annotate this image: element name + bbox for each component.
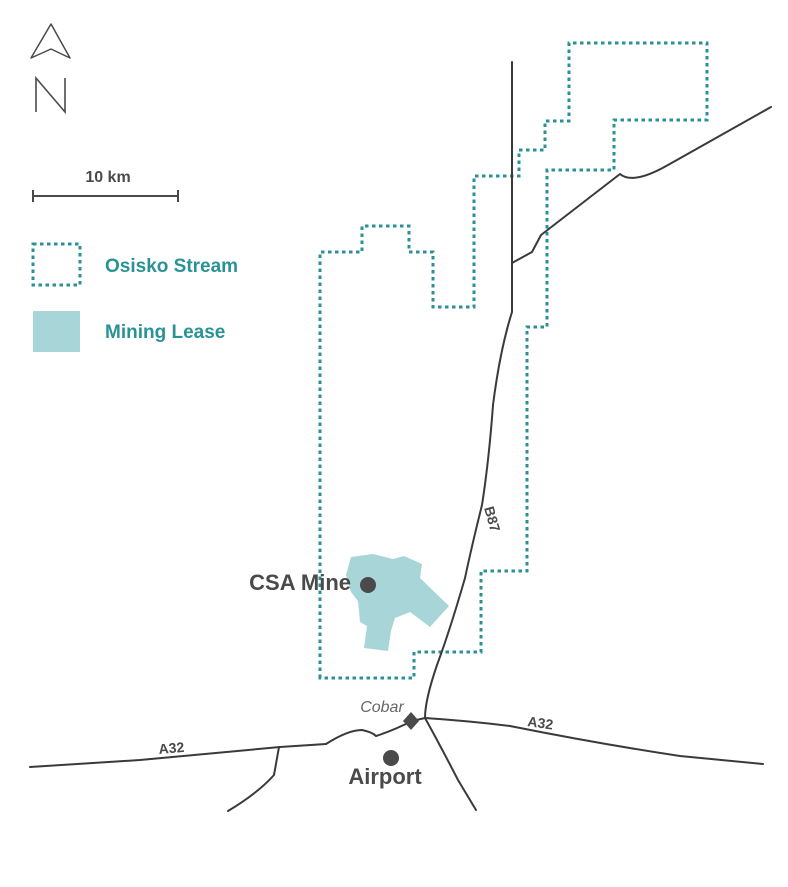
cobar-marker-icon: [403, 712, 419, 730]
road-a32-west: [29, 717, 426, 768]
airport-marker: [383, 750, 399, 766]
legend-label-mining-lease: Mining Lease: [105, 322, 225, 343]
legend-label-osisko-stream: Osisko Stream: [105, 256, 238, 277]
csa-mine-marker: [360, 577, 376, 593]
mining-lease-area: [346, 554, 449, 651]
road-b87: [424, 61, 513, 719]
legend-swatch-mining-lease: [33, 311, 80, 352]
road-south: [424, 717, 477, 811]
road-network: [29, 61, 772, 812]
north-arrow-icon: [30, 23, 71, 115]
road-ne-branch: [511, 106, 772, 264]
road-label-b87: B87: [481, 504, 504, 533]
scale-bar-label: 10 km: [85, 169, 130, 186]
road-a32-east: [424, 717, 764, 765]
legend-swatch-osisko-stream: [31, 242, 82, 287]
osisko-stream-boundary: [318, 41, 709, 680]
scale-bar: 10 km: [32, 169, 179, 202]
cobar-label: Cobar: [360, 699, 404, 716]
csa-mine-label: CSA Mine: [249, 570, 351, 595]
road-label-a32-east: A32: [527, 713, 555, 732]
road-sw-branch: [227, 746, 280, 812]
road-label-a32-west: A32: [158, 739, 185, 757]
legend: Osisko Stream Mining Lease: [31, 242, 238, 352]
airport-label: Airport: [348, 764, 422, 789]
